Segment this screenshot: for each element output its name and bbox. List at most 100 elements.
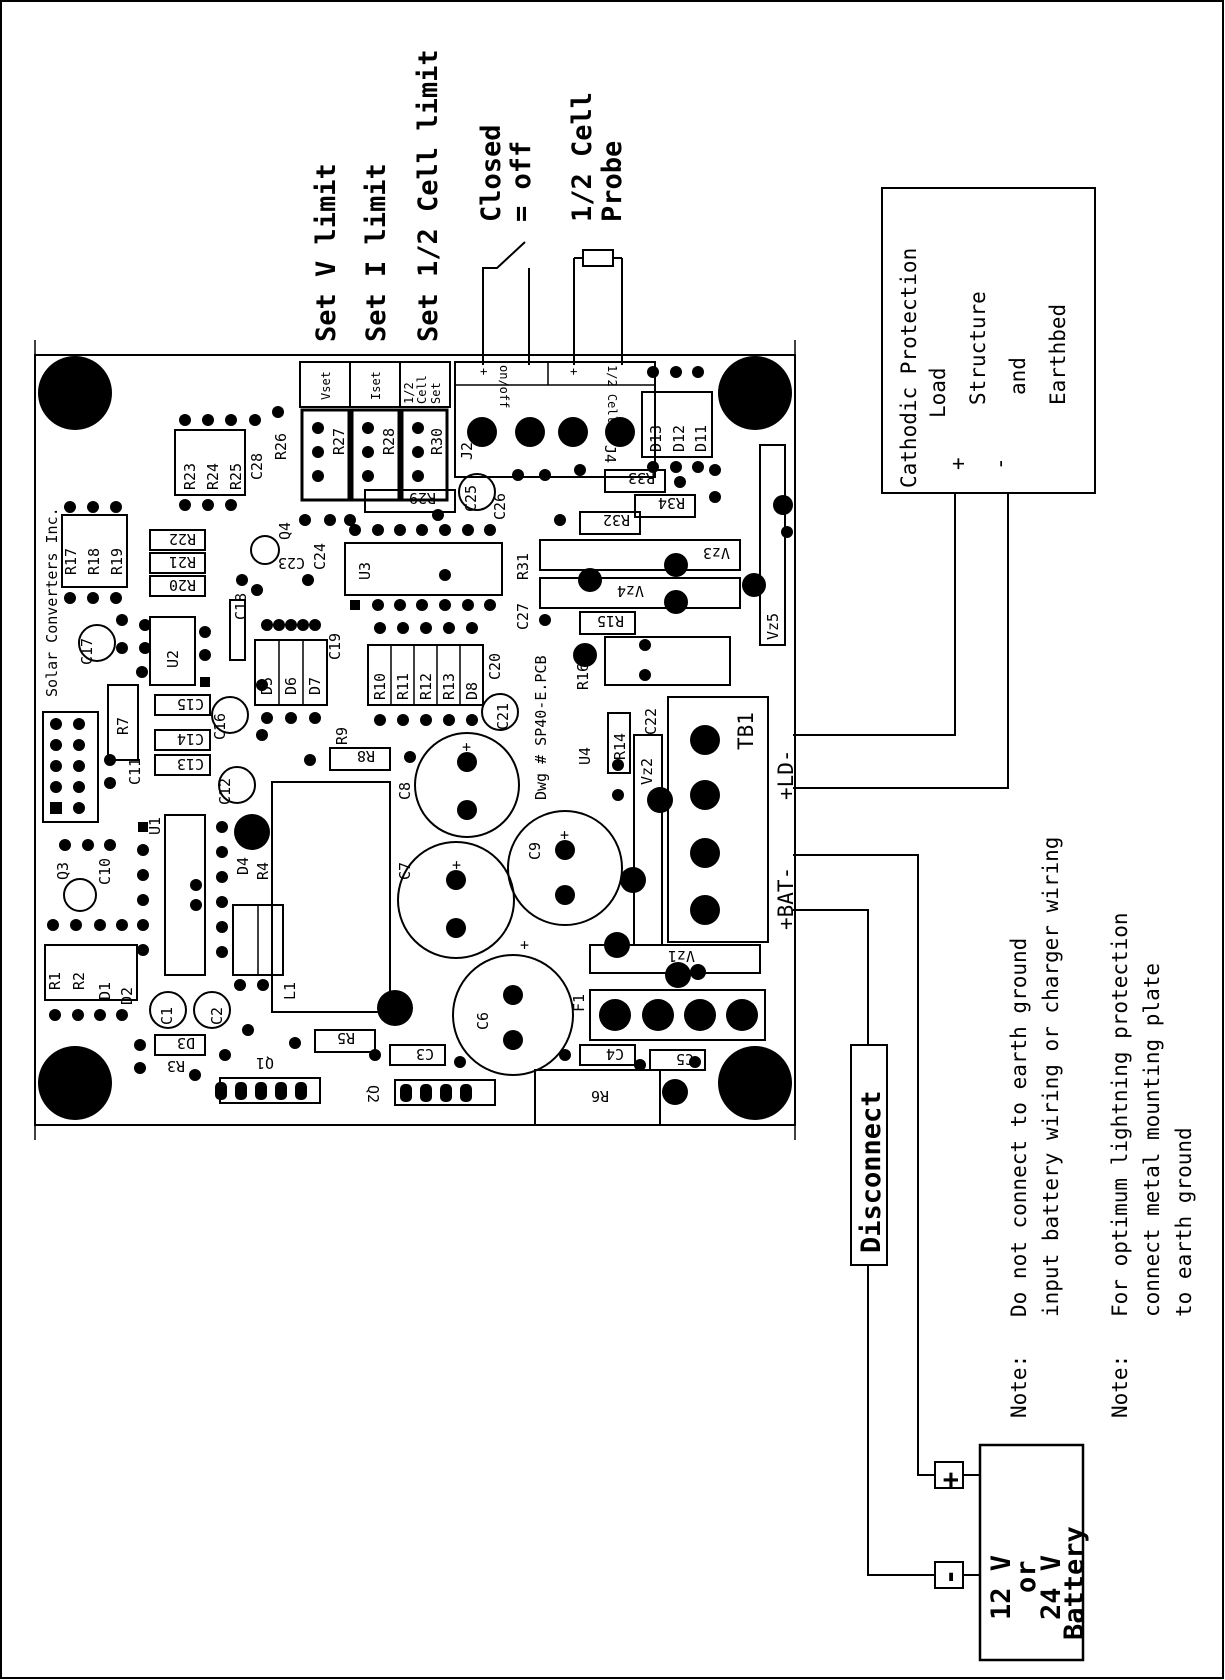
svg-text:C3: C3 [416,1045,434,1063]
svg-text:R21: R21 [169,553,196,571]
svg-text:F1: F1 [570,994,588,1012]
svg-text:C28: C28 [248,453,266,480]
probe-symbol [573,249,623,365]
svg-text:12 V: 12 V [986,1555,1017,1620]
svg-text:R15: R15 [597,612,624,630]
svg-text:C25: C25 [462,485,480,512]
company-name: Solar Converters Inc. [43,507,61,697]
svg-text:R33: R33 [628,469,655,487]
svg-text:R16: R16 [574,663,592,690]
svg-text:Q4: Q4 [276,522,294,540]
svg-text:C27: C27 [514,603,532,630]
svg-text:+: + [477,368,491,375]
svg-text:R19: R19 [108,548,126,575]
label-closed: Closed [476,124,507,222]
svg-text:C6: C6 [474,1012,492,1030]
svg-text:U1: U1 [146,817,164,835]
svg-text:R8: R8 [357,747,375,765]
svg-text:Battery: Battery [1059,1526,1090,1640]
svg-text:R12: R12 [417,673,435,700]
svg-text:D1: D1 [96,982,114,1000]
svg-text:R5: R5 [337,1029,355,1047]
svg-text:R10: R10 [371,673,389,700]
svg-text:D8: D8 [463,682,481,700]
svg-text:Vset: Vset [319,371,333,400]
svg-text:C10: C10 [96,858,114,885]
svg-text:D11: D11 [692,425,710,452]
board-outline [34,354,796,1126]
l1-inductor: L1 [234,781,413,1026]
svg-text:C22: C22 [642,708,660,735]
svg-text:R34: R34 [658,494,685,512]
svg-text:D3: D3 [177,1034,195,1052]
svg-text:Earthbed: Earthbed [1046,304,1070,405]
svg-text:TB1: TB1 [734,712,758,750]
svg-text:R23: R23 [181,463,199,490]
svg-text:D7: D7 [306,677,324,695]
svg-text:D2: D2 [118,987,136,1005]
resistors-left: R17 R18 R19 R22 R21 R20 R23 R24 R25 C28 … [61,406,290,604]
battery-wires [793,854,935,1576]
label-set-cell-limit: Set 1/2 Cell limit [413,49,444,342]
svg-text:Load: Load [926,367,950,418]
svg-text:R26: R26 [272,433,290,460]
j2-connector: on/off + 1/2 Cell + J2 J4 [454,361,656,478]
svg-text:Vz1: Vz1 [668,947,695,965]
svg-text:R7: R7 [114,717,132,735]
svg-text:C16: C16 [211,713,229,740]
small-components: C17 C16 C12 C1 C2 C25 C21 Q4 Q3 C10 C11 … [44,444,786,1126]
diodes-d5-d7: D5 D6 D7 C19 [254,619,344,724]
diodes-d11-d13: D13 D12 D11 [641,366,713,473]
svg-text:D6: D6 [282,677,300,695]
svg-text:D12: D12 [670,425,688,452]
svg-text:Cathodic Protection: Cathodic Protection [897,248,921,488]
svg-text:R14: R14 [611,733,629,760]
svg-text:C2: C2 [208,1007,226,1025]
svg-text:R31: R31 [514,553,532,580]
svg-text:Vz4: Vz4 [617,582,644,600]
svg-text:1/2: 1/2 [402,382,416,404]
note1-line1: Do not connect to earth ground [1007,938,1031,1317]
svg-text:Cell: Cell [415,375,429,404]
label-probe: Probe [597,141,628,222]
svg-text:R32: R32 [603,511,630,529]
svg-text:C26: C26 [491,493,509,520]
mounting-hole-bottom-left [38,1046,112,1120]
svg-text:C1: C1 [158,1007,176,1025]
cathodic-protection-load: Cathodic Protection Load Structure and E… [881,187,1096,494]
mounting-hole-top-left [38,356,112,430]
pcb-board: Solar Converters Inc. Dwg # SP40-E.PCB V… [34,340,796,1140]
svg-text:C19: C19 [326,633,344,660]
svg-text:R13: R13 [440,673,458,700]
bat-minus-terminal: - [935,1569,966,1585]
svg-text:Q1: Q1 [256,1054,274,1072]
f1-fuse: F1 [570,989,766,1041]
note1-line2: input battery wiring or charger wiring [1039,837,1063,1317]
j1-header [42,711,99,823]
svg-text:J2: J2 [458,442,476,460]
disconnect-switch: Disconnect [850,1044,888,1266]
svg-text:1/2 Cell: 1/2 Cell [605,365,619,423]
svg-text:U4: U4 [576,747,594,765]
svg-text:R28: R28 [380,428,398,455]
resistor-bank: R10 R11 R12 R13 D8 [367,622,484,726]
misc-pads [47,464,793,1105]
svg-text:Vz2: Vz2 [638,758,656,785]
label-ld: +LD- [774,749,798,800]
bat-plus-terminal: + [935,1472,966,1488]
svg-text:+: + [946,457,970,470]
svg-text:R11: R11 [394,673,412,700]
label-set-i-limit: Set I limit [361,163,392,342]
svg-text:or: or [1011,1560,1042,1593]
svg-text:R29: R29 [409,489,436,507]
svg-text:Set: Set [429,382,443,404]
svg-text:R6: R6 [591,1087,609,1105]
label-half-cell: 1/2 Cell [567,92,598,222]
note2-line1: For optimum lightning protection [1108,912,1132,1317]
svg-text:Iset: Iset [369,371,383,400]
svg-text:R4: R4 [254,862,272,880]
mounting-hole-top-right [718,356,792,430]
svg-text:R9: R9 [333,727,351,745]
switch-symbol [482,241,530,365]
